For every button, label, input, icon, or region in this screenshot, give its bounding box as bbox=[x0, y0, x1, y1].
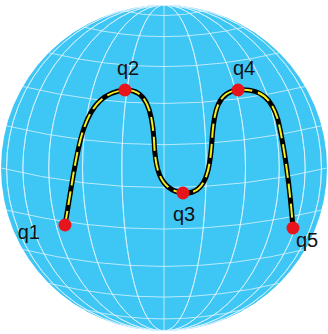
parallel-line bbox=[49, 283, 280, 297]
meridian-line bbox=[83, 5, 246, 331]
parallel-line bbox=[7, 210, 322, 229]
meridian-line bbox=[7, 5, 322, 331]
parallel-line bbox=[83, 309, 246, 319]
waypoint-dot bbox=[232, 84, 245, 97]
parallel-line bbox=[23, 250, 305, 267]
parallel-line bbox=[122, 325, 206, 330]
meridian-line bbox=[83, 5, 246, 331]
meridian-line bbox=[49, 5, 280, 331]
point-label: q3 bbox=[173, 204, 195, 224]
meridian-line bbox=[23, 5, 305, 331]
meridian-line bbox=[23, 5, 305, 331]
waypoint-dot bbox=[59, 219, 72, 232]
sphere bbox=[1, 5, 327, 331]
sphere-grid bbox=[1, 5, 327, 331]
meridian-line bbox=[49, 5, 280, 331]
point-label: q2 bbox=[117, 58, 139, 78]
waypoint-dot bbox=[177, 187, 190, 200]
meridian-line bbox=[122, 5, 206, 331]
trajectory-curve bbox=[65, 90, 293, 228]
point-label: q1 bbox=[18, 222, 40, 242]
meridian-line bbox=[164, 5, 165, 331]
point-label: q5 bbox=[296, 230, 318, 250]
parallel-line bbox=[83, 27, 246, 37]
parallel-line bbox=[122, 11, 206, 16]
point-label: q4 bbox=[233, 58, 255, 78]
trajectory-overlay bbox=[65, 90, 293, 228]
parallel-line bbox=[7, 126, 322, 145]
meridian-line bbox=[122, 5, 206, 331]
meridian-line bbox=[7, 5, 322, 331]
waypoint-dot bbox=[119, 84, 132, 97]
